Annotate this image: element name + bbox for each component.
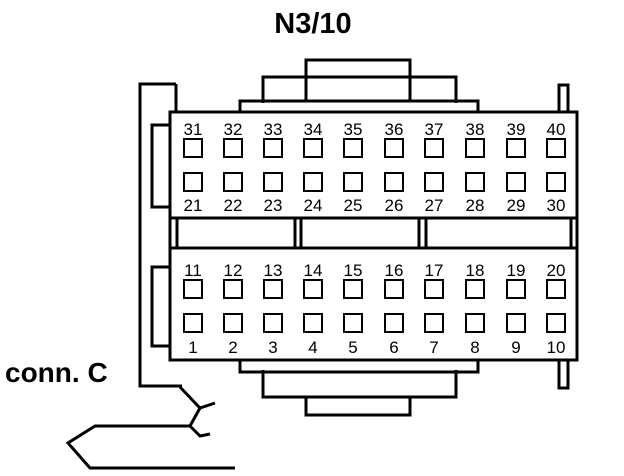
pin-socket-6	[384, 313, 404, 333]
pin-label-29: 29	[507, 196, 526, 215]
pin-socket-33	[263, 138, 283, 158]
pin-label-36: 36	[385, 120, 404, 139]
pin-socket-40	[546, 138, 566, 158]
pin-label-22: 22	[224, 196, 243, 215]
pin-socket-12	[223, 279, 243, 299]
pin-label-1: 1	[188, 338, 197, 357]
pin-socket-31	[183, 138, 203, 158]
pin-socket-34	[303, 138, 323, 158]
pin-socket-15	[343, 279, 363, 299]
connector-label: conn. C	[5, 357, 108, 388]
pin-label-4: 4	[308, 338, 317, 357]
pin-label-20: 20	[547, 261, 566, 280]
pin-socket-5	[343, 313, 363, 333]
pin-socket-11	[183, 279, 203, 299]
pin-socket-8	[465, 313, 485, 333]
pin-label-16: 16	[385, 261, 404, 280]
pin-socket-23	[263, 172, 283, 192]
pin-socket-7	[424, 313, 444, 333]
pin-label-8: 8	[470, 338, 479, 357]
pin-label-15: 15	[344, 261, 363, 280]
pin-socket-2	[223, 313, 243, 333]
pin-label-28: 28	[466, 196, 485, 215]
pin-label-12: 12	[224, 261, 243, 280]
pin-socket-10	[546, 313, 566, 333]
pin-socket-24	[303, 172, 323, 192]
pin-socket-37	[424, 138, 444, 158]
pin-socket-39	[506, 138, 526, 158]
pin-socket-14	[303, 279, 323, 299]
pin-label-6: 6	[389, 338, 398, 357]
pin-socket-38	[465, 138, 485, 158]
pin-label-34: 34	[304, 120, 323, 139]
pin-socket-32	[223, 138, 243, 158]
pin-label-37: 37	[425, 120, 444, 139]
pin-socket-13	[263, 279, 283, 299]
pin-socket-29	[506, 172, 526, 192]
pin-label-40: 40	[547, 120, 566, 139]
pin-socket-28	[465, 172, 485, 192]
pin-socket-35	[343, 138, 363, 158]
pin-socket-9	[506, 313, 526, 333]
pin-socket-1	[183, 313, 203, 333]
pin-socket-26	[384, 172, 404, 192]
pin-label-26: 26	[385, 196, 404, 215]
pin-label-10: 10	[547, 338, 566, 357]
pin-socket-3	[263, 313, 283, 333]
pin-label-18: 18	[466, 261, 485, 280]
pin-label-25: 25	[344, 196, 363, 215]
pin-socket-17	[424, 279, 444, 299]
pin-label-24: 24	[304, 196, 323, 215]
pin-label-19: 19	[507, 261, 526, 280]
pin-label-21: 21	[184, 196, 203, 215]
top-plug	[238, 58, 480, 112]
pin-socket-19	[506, 279, 526, 299]
pin-label-3: 3	[268, 338, 277, 357]
pin-socket-18	[465, 279, 485, 299]
pin-socket-21	[183, 172, 203, 192]
connector-title: N3/10	[274, 8, 351, 40]
pin-socket-4	[303, 313, 323, 333]
pin-socket-36	[384, 138, 404, 158]
pin-socket-25	[343, 172, 363, 192]
connector-body	[168, 110, 579, 362]
pin-label-35: 35	[344, 120, 363, 139]
pin-label-39: 39	[507, 120, 526, 139]
pin-label-27: 27	[425, 196, 444, 215]
pin-label-31: 31	[184, 120, 203, 139]
pin-socket-16	[384, 279, 404, 299]
pin-label-11: 11	[184, 261, 202, 280]
pin-label-13: 13	[264, 261, 283, 280]
pin-socket-30	[546, 172, 566, 192]
pin-label-23: 23	[264, 196, 283, 215]
wire-harness	[65, 385, 235, 470]
pin-label-7: 7	[429, 338, 438, 357]
pin-label-5: 5	[348, 338, 357, 357]
pin-label-38: 38	[466, 120, 485, 139]
pin-label-33: 33	[264, 120, 283, 139]
pin-label-2: 2	[228, 338, 237, 357]
pin-label-14: 14	[304, 261, 323, 280]
pin-label-17: 17	[425, 261, 444, 280]
pin-socket-22	[223, 172, 243, 192]
pin-socket-20	[546, 279, 566, 299]
pin-label-9: 9	[511, 338, 520, 357]
bottom-plug	[238, 360, 480, 417]
pin-label-30: 30	[547, 196, 566, 215]
pin-label-32: 32	[224, 120, 243, 139]
pin-socket-27	[424, 172, 444, 192]
